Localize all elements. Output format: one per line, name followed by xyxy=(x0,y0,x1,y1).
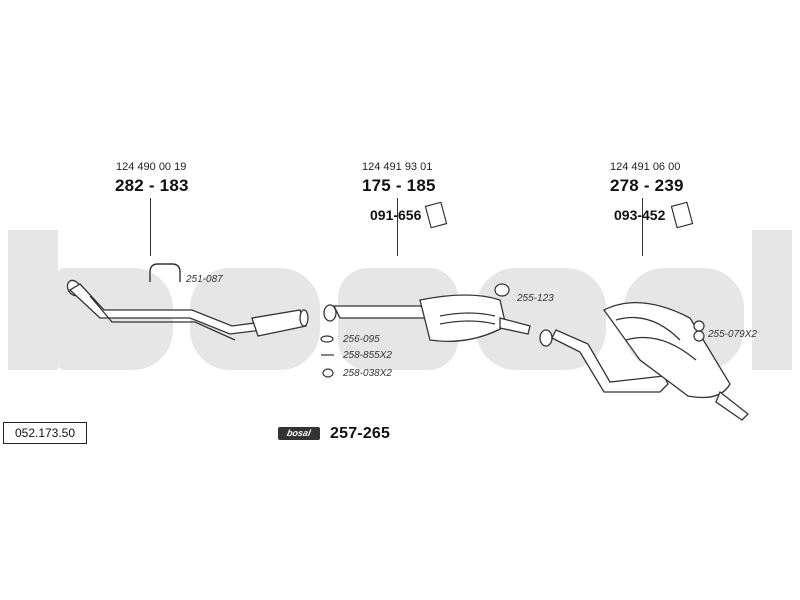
kit-logo-text: bosal xyxy=(286,428,312,438)
gasket-ref: 256-095 xyxy=(343,334,380,345)
middle-silencer xyxy=(323,294,531,343)
part-number: 175 - 185 xyxy=(362,176,436,195)
rubber-ref: 255-079X2 xyxy=(708,329,757,340)
part-number: 282 - 183 xyxy=(115,176,189,195)
nut-ref: 258-038X2 xyxy=(343,368,392,379)
ring-ref: 255-123 xyxy=(517,293,554,304)
mount-number: 091-656 xyxy=(370,207,422,223)
kit-logo: bosal xyxy=(278,427,320,440)
rubber-mount-icon xyxy=(693,320,705,332)
gasket-icon xyxy=(320,335,334,343)
front-pipe xyxy=(66,279,263,341)
rear-silencer xyxy=(539,301,749,421)
pre-silencer xyxy=(251,309,309,337)
bolt-ref: 258-855X2 xyxy=(343,350,392,361)
mount-number: 093-452 xyxy=(614,207,666,223)
clamp-ref: 251-087 xyxy=(186,274,223,285)
oem-number: 124 491 06 00 xyxy=(610,161,681,173)
oem-number: 124 490 00 19 xyxy=(116,161,187,173)
mount-brackets xyxy=(424,201,694,229)
kit-part-number: 257-265 xyxy=(330,425,391,442)
small-parts xyxy=(320,283,705,378)
leader-line xyxy=(642,198,643,256)
catalog-number: 052.173.50 xyxy=(3,422,87,444)
nut-icon xyxy=(322,368,334,378)
ring-icon xyxy=(494,283,510,297)
leader-line xyxy=(397,198,398,256)
part-number: 278 - 239 xyxy=(610,176,684,195)
clamp-icon xyxy=(149,263,181,282)
leader-line xyxy=(150,198,151,256)
oem-number: 124 491 93 01 xyxy=(362,161,433,173)
